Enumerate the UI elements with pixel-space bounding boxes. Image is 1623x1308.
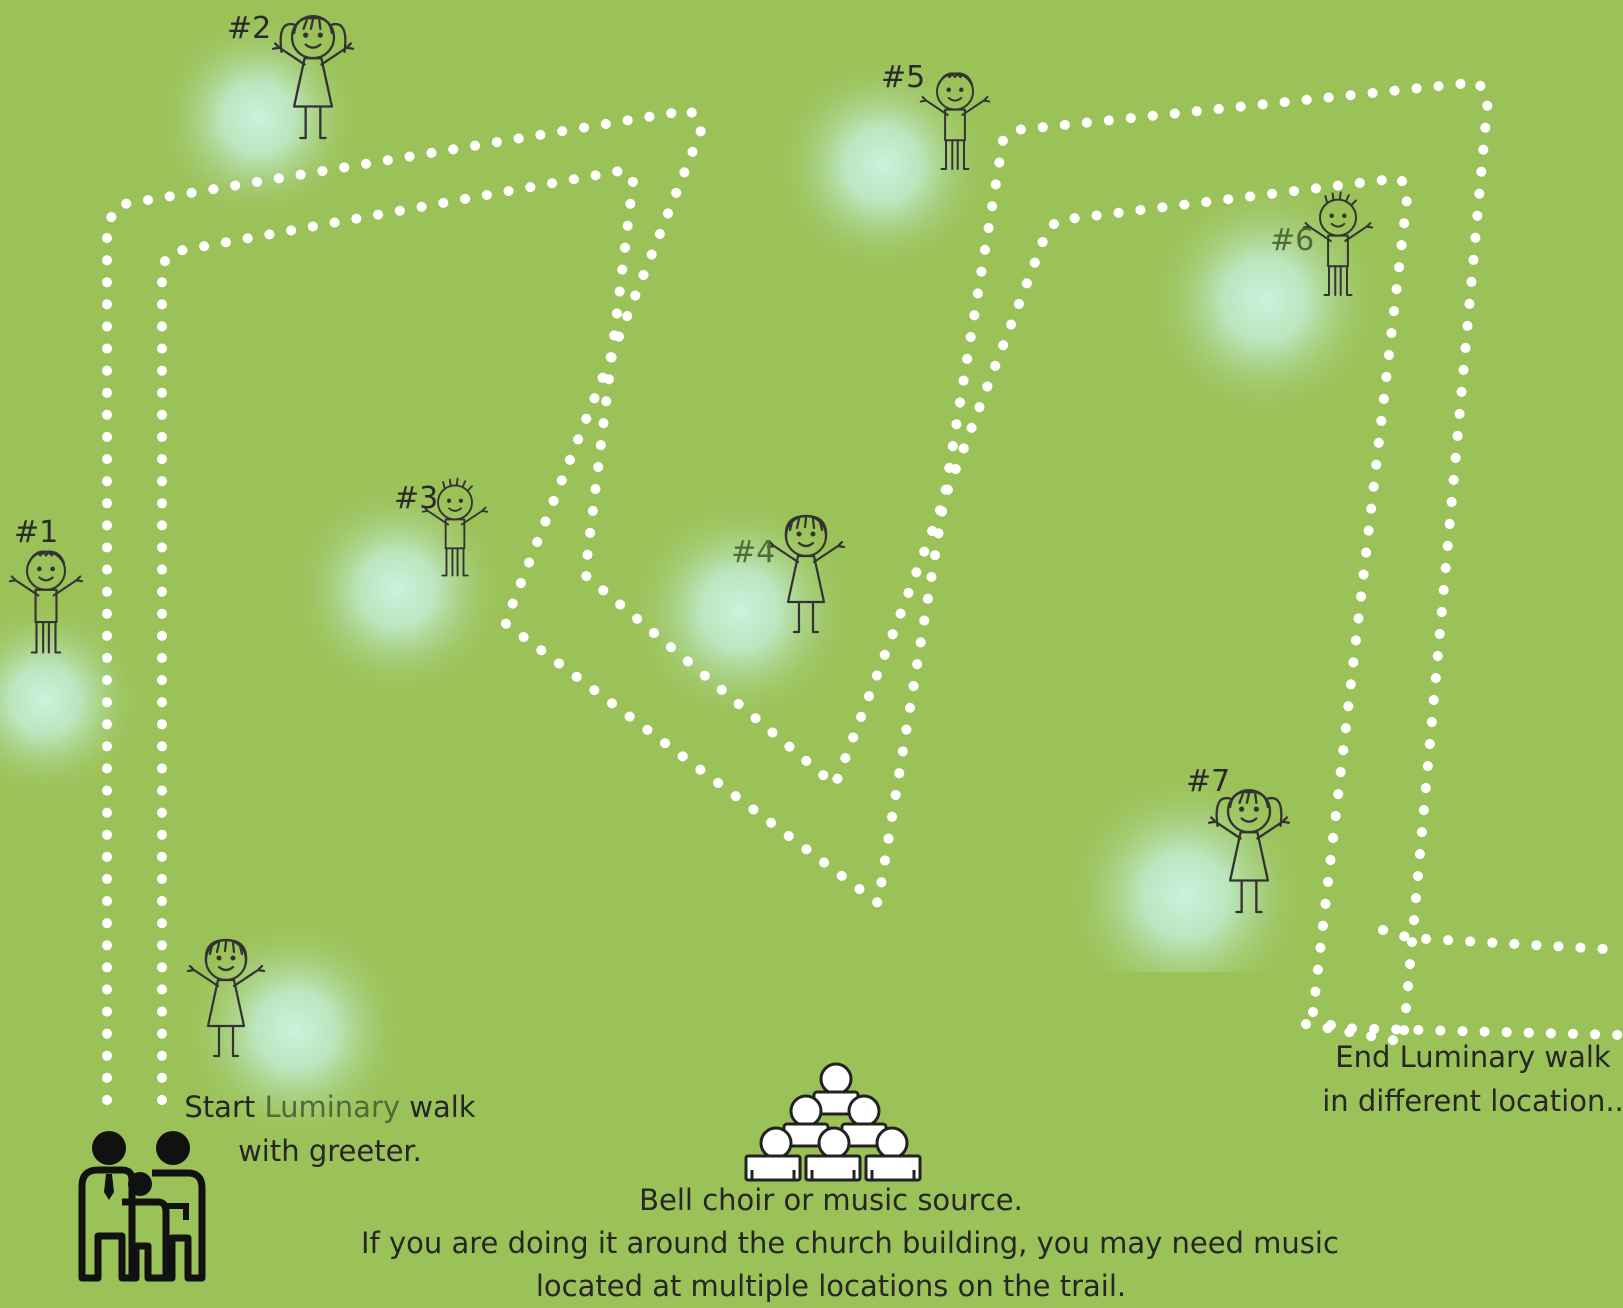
glow-spots [0,13,1385,1145]
end-caption-line2: in different location.. [1318,1080,1623,1124]
station-label-5: #5 [881,61,925,94]
start-word: Start [184,1090,255,1124]
walk-word: walk [409,1090,475,1124]
music-caption: Bell choir or music source. If you are d… [361,1179,1301,1308]
glow-4 [625,495,855,725]
station-label-7: #7 [1186,765,1230,798]
end-caption: End Luminary walk in different location.… [1318,1036,1623,1123]
station-label-4: #4 [731,536,775,569]
station-label-3: #3 [394,482,438,515]
station-label-1: #1 [14,516,58,549]
start-caption: Start Luminary walk with greeter. [180,1086,480,1173]
trail-end-bottom [1313,1012,1623,1035]
station-label-2: #2 [227,12,271,45]
start-caption-line1: Start Luminary walk [180,1086,480,1130]
end-caption-line1: End Luminary walk [1318,1036,1623,1080]
start-caption-line2: with greeter. [180,1130,480,1174]
glow-1 [0,600,145,800]
glow-7 [1060,770,1310,1020]
station-label-6: #6 [1270,224,1314,257]
bell-choir-icon [746,1064,920,1180]
music-caption-line1: Bell choir or music source. [361,1179,1301,1222]
music-caption-line3: located at multiple locations on the tra… [361,1265,1301,1308]
luminary-word: Luminary [264,1090,400,1124]
trail-end-top [1383,930,1623,950]
glow-6 [1145,180,1385,420]
music-caption-line2: If you are doing it around the church bu… [361,1222,1301,1265]
